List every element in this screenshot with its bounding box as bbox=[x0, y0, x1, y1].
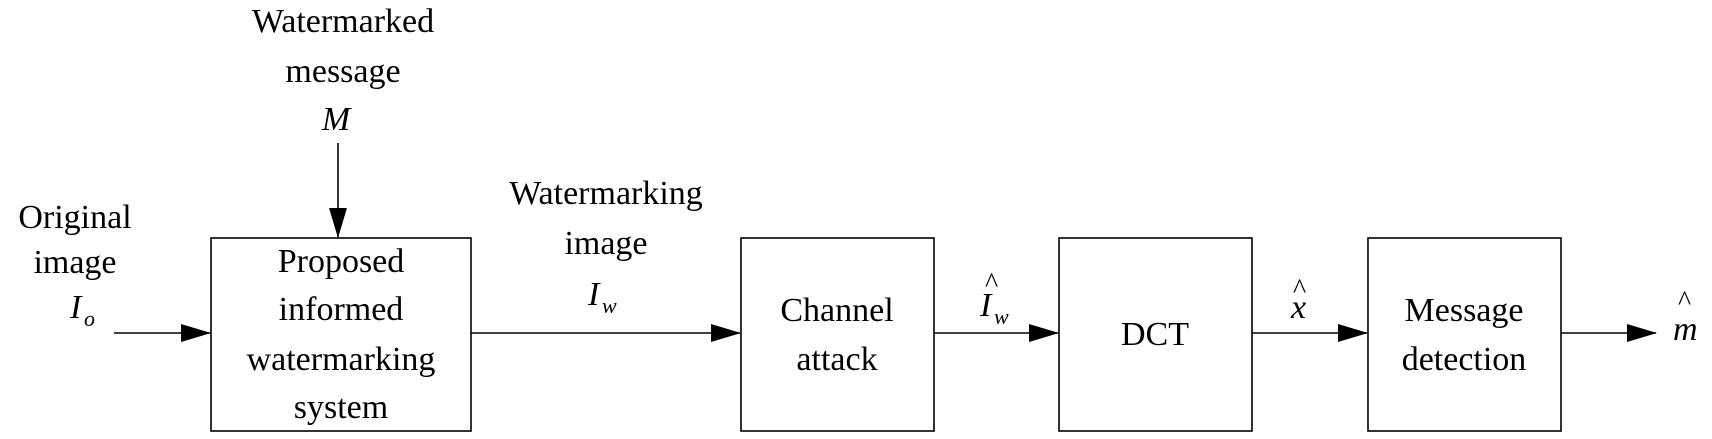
watermarking-image-subscript: w bbox=[602, 293, 617, 318]
attacked-image-label: ^ I w bbox=[979, 268, 1009, 329]
embedder-line4: system bbox=[294, 389, 388, 426]
original-image-label: Original image I o bbox=[18, 199, 131, 331]
watermarking-image-label: Watermarking image I w bbox=[509, 175, 703, 318]
original-image-symbol: I bbox=[69, 289, 83, 326]
dct-label: DCT bbox=[1121, 316, 1189, 353]
original-image-line1: Original bbox=[18, 199, 131, 236]
coefficients-symbol: x bbox=[1290, 289, 1306, 326]
coefficients-hat: ^ bbox=[1293, 274, 1306, 305]
message-line2: message bbox=[285, 53, 400, 90]
watermarking-image-symbol: I bbox=[587, 276, 601, 313]
attacked-image-subscript: w bbox=[994, 304, 1009, 329]
watermarked-message-label: Watermarked message M bbox=[252, 3, 434, 138]
embedder-line1: Proposed bbox=[278, 243, 405, 280]
attacked-image-symbol: I bbox=[979, 287, 993, 324]
output-symbol: m bbox=[1673, 311, 1698, 348]
original-image-subscript: o bbox=[84, 306, 95, 331]
message-line1: Watermarked bbox=[252, 3, 434, 40]
detector-line2: detection bbox=[1402, 341, 1527, 378]
detector-line1: Message bbox=[1405, 292, 1524, 329]
embedder-block bbox=[210, 237, 472, 432]
embedder-line2: informed bbox=[279, 291, 404, 328]
attacked-image-hat: ^ bbox=[985, 268, 998, 299]
dct-block bbox=[1058, 237, 1253, 432]
message-symbol: M bbox=[321, 101, 352, 138]
output-message-label: ^ m bbox=[1673, 286, 1698, 348]
channel-attack-block bbox=[740, 237, 935, 432]
watermarking-image-line2: image bbox=[564, 225, 647, 262]
watermarking-image-line1: Watermarking bbox=[509, 175, 703, 212]
embedder-line3: watermarking bbox=[247, 341, 436, 378]
message-detection-block bbox=[1367, 237, 1562, 432]
channel-line1: Channel bbox=[780, 292, 893, 329]
output-hat: ^ bbox=[1678, 286, 1691, 317]
original-image-line2: image bbox=[33, 244, 116, 281]
channel-line2: attack bbox=[796, 341, 877, 378]
coefficients-label: ^ x bbox=[1290, 274, 1306, 326]
